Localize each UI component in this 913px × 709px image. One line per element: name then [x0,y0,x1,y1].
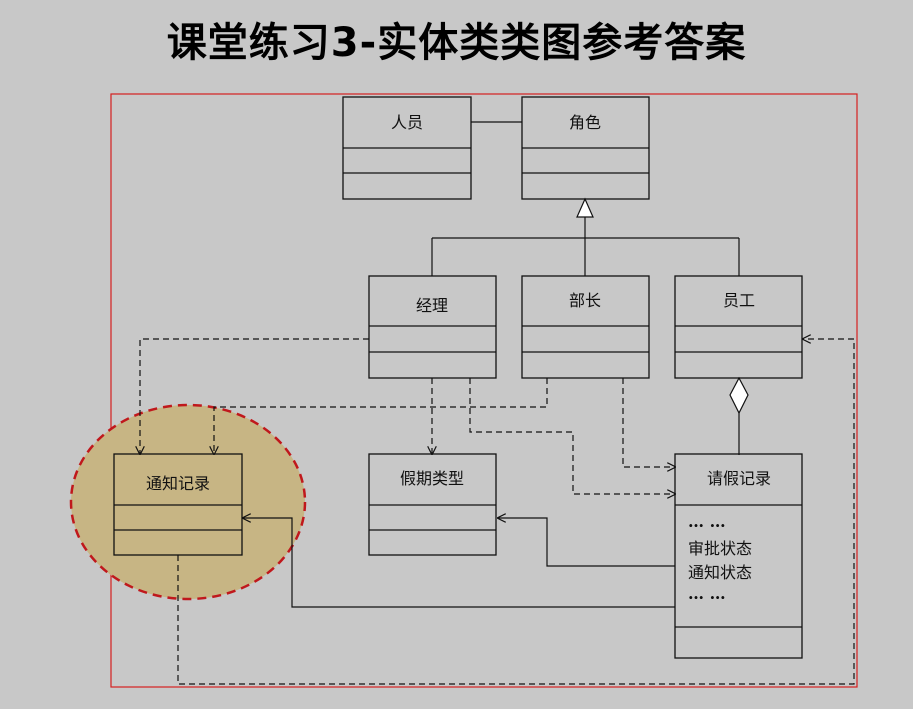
dep-jingli-qingjia [469,378,675,494]
class-renyuan[interactable] [342,96,472,200]
qingjia-attr-1: … … [688,512,726,531]
class-name-renyuan: 人员 [391,113,423,132]
class-qingjia[interactable] [674,453,803,659]
page-title: 课堂练习3-实体类类图参考答案 [166,20,747,66]
class-name-yuangong: 员工 [723,291,755,310]
highlight-ellipse [69,403,307,601]
class-tongzhi[interactable] [113,453,243,556]
class-jiaqi[interactable] [368,453,497,556]
dep-buzhang-tongzhi [214,378,548,454]
generalization-to-juese [431,197,740,276]
aggregation-yuangong-qingjia [729,376,749,455]
class-juese[interactable] [521,96,650,200]
class-name-jingli: 经理 [416,296,448,315]
class-buzhang[interactable] [521,275,650,379]
highlight-frame [110,93,858,688]
class-jingli[interactable] [368,275,497,379]
class-name-jiaqi: 假期类型 [400,469,464,488]
qingjia-attr-2: 审批状态 [688,539,752,558]
class-name-tongzhi: 通知记录 [146,474,210,493]
assoc-qingjia-jiaqi [498,518,675,567]
class-yuangong[interactable] [674,275,803,379]
class-name-qingjia: 请假记录 [707,469,771,488]
class-name-buzhang: 部长 [569,291,601,310]
qingjia-attr-4: … … [688,584,726,603]
class-name-juese: 角色 [569,113,601,132]
assoc-qingjia-tongzhi [243,518,675,608]
qingjia-attr-3: 通知状态 [688,563,752,582]
dep-buzhang-qingjia [622,378,675,467]
dep-tongzhi-yuangong [177,339,855,685]
dep-jingli-tongzhi [140,338,369,454]
